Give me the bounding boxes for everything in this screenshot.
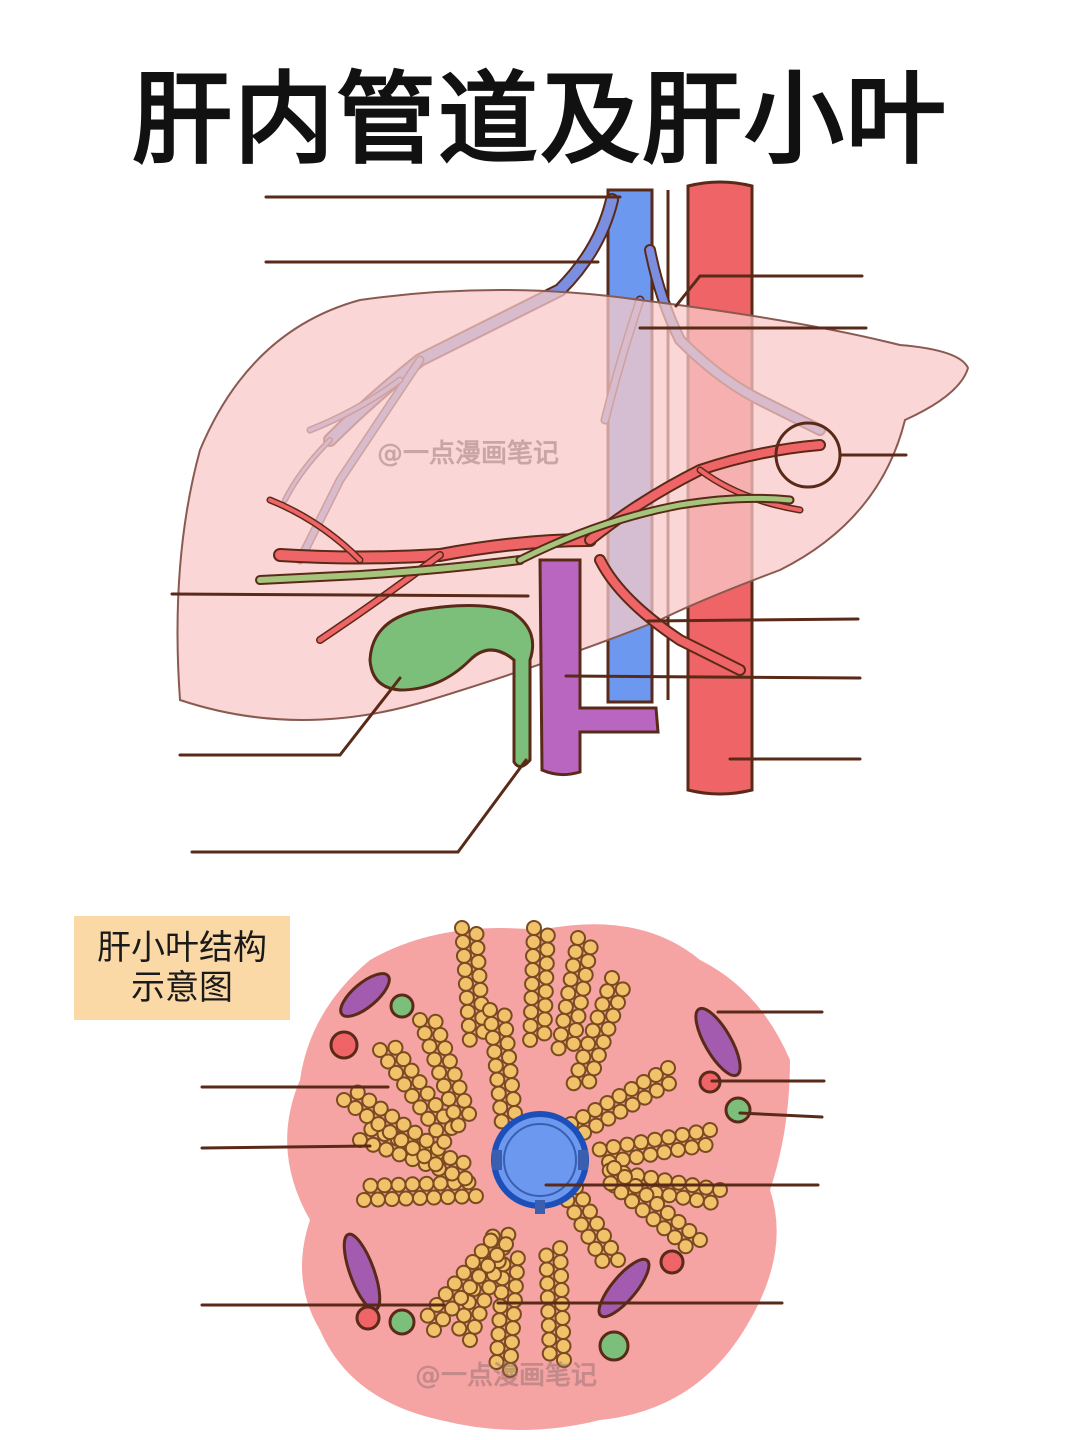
watermark-lower: @一点漫画笔记 (415, 1360, 597, 1391)
upper-leader-lines (170, 195, 908, 854)
gallbladder (368, 604, 535, 768)
lobule-label-line1: 肝小叶结构 (97, 928, 267, 968)
bile-ducts (255, 493, 795, 585)
central-vein (491, 1111, 589, 1214)
page-title: 肝内管道及肝小叶 (132, 61, 948, 178)
lobule-label-line2: 示意图 (131, 968, 233, 1008)
lower-leader-lines (200, 1010, 826, 1307)
watermark-upper: @一点漫画笔记 (377, 438, 559, 469)
lobule-label-box: 肝小叶结构 示意图 (74, 916, 290, 1020)
portal-vein (538, 558, 660, 777)
